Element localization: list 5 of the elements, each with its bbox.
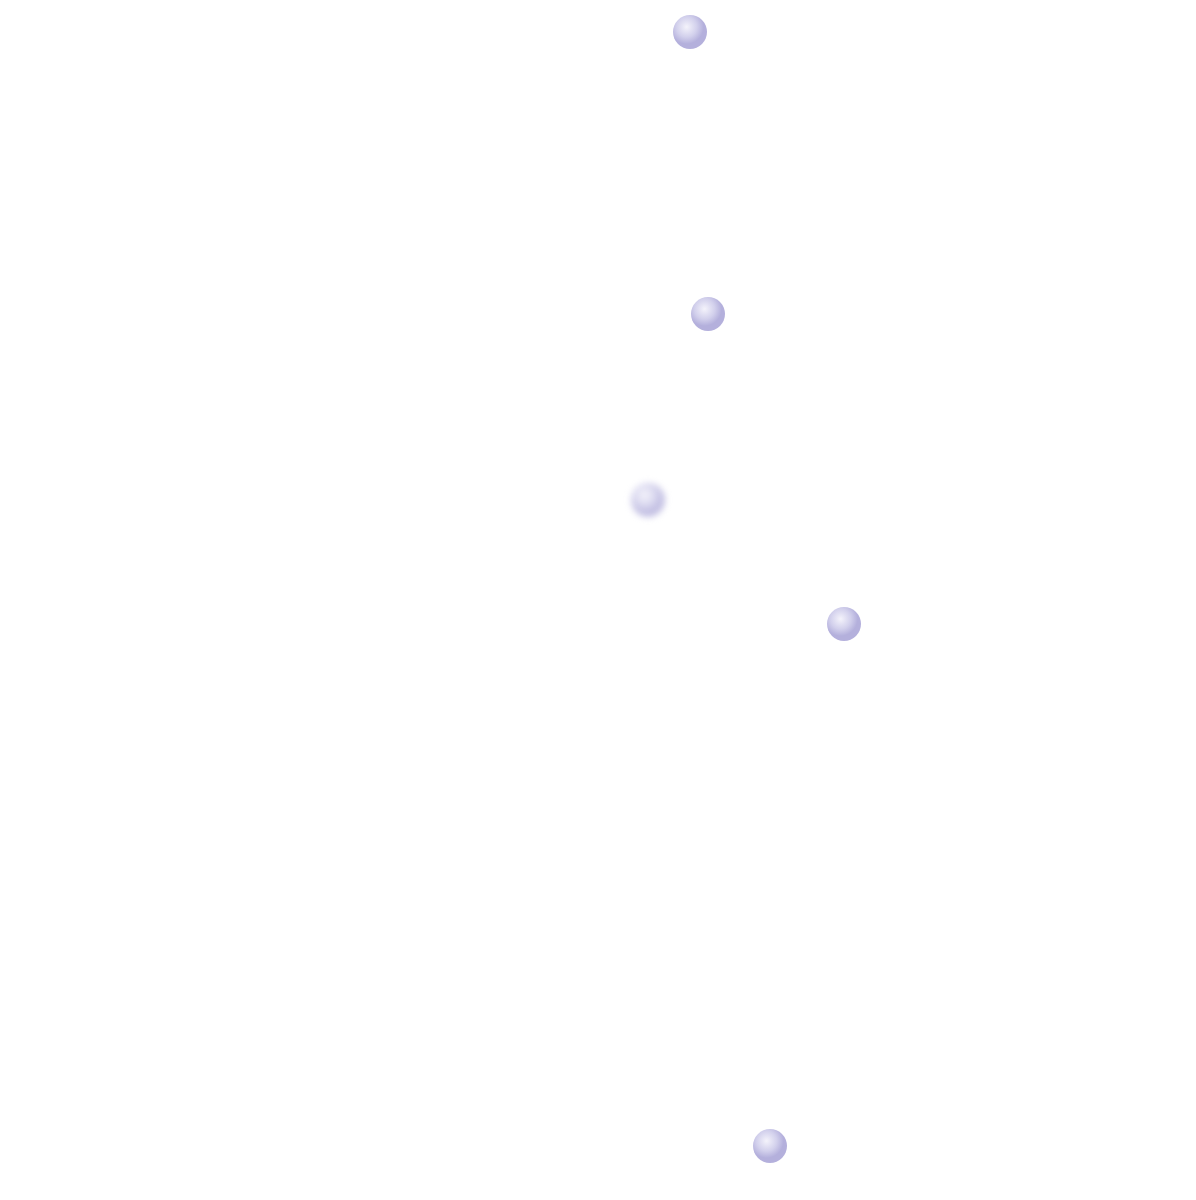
sphere xyxy=(752,1128,788,1164)
sphere xyxy=(690,296,726,332)
sphere xyxy=(826,606,862,642)
sphere xyxy=(630,482,666,518)
sphere xyxy=(672,14,708,50)
